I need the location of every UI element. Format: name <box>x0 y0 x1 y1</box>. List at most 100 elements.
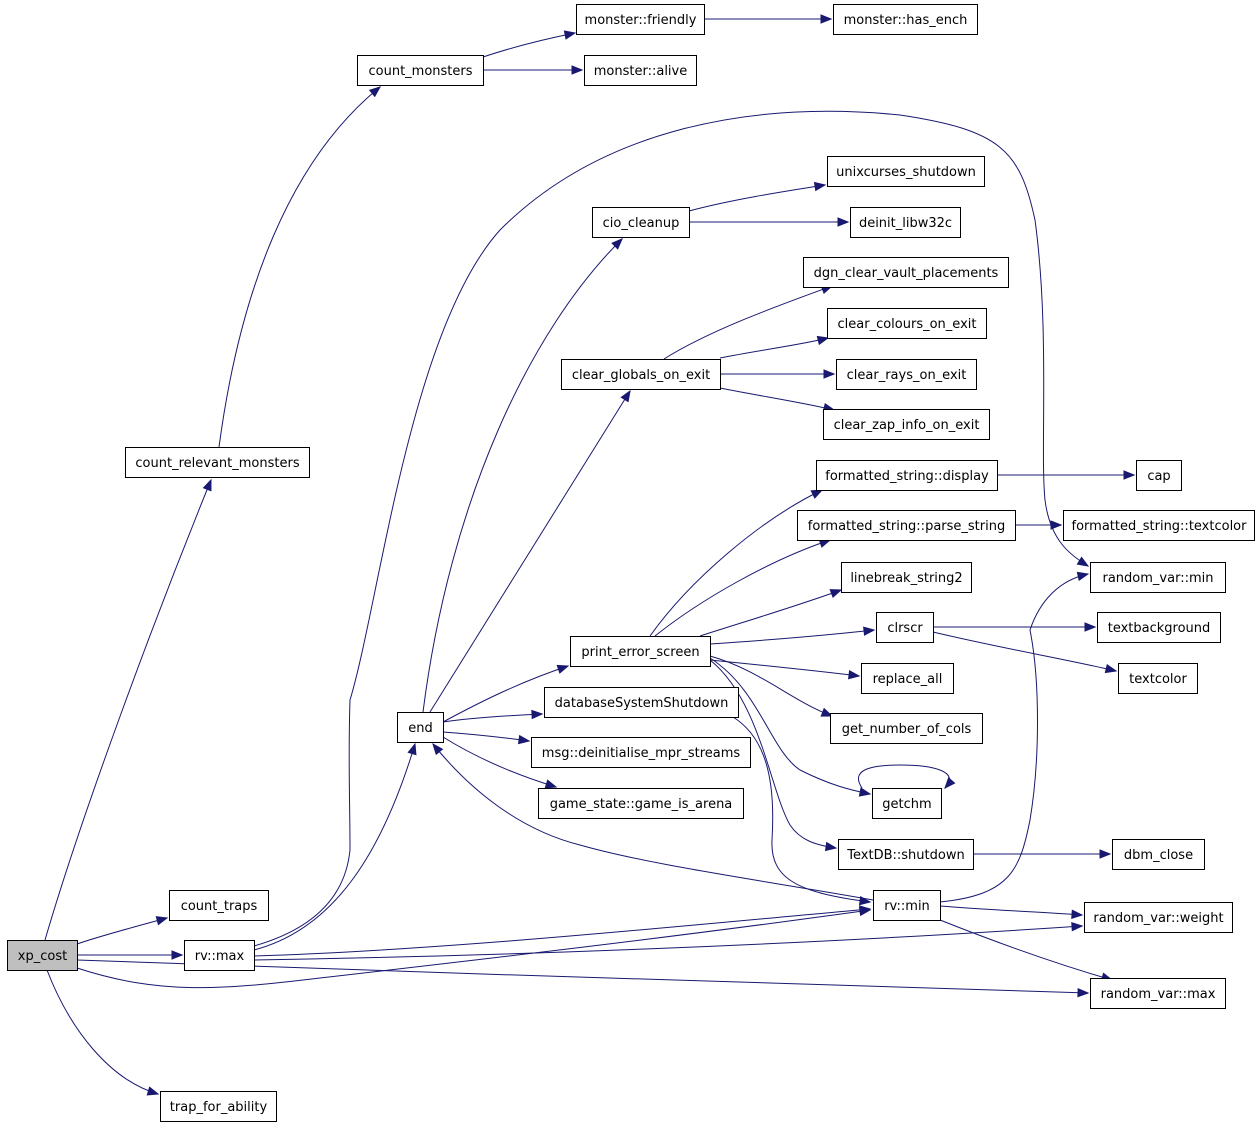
edge-line <box>442 731 530 742</box>
node-random-var-max[interactable]: random_var::max <box>1090 978 1226 1009</box>
node-label: count_monsters <box>368 64 472 79</box>
node-formatted-string-parse-string[interactable]: formatted_string::parse_string <box>797 510 1016 541</box>
node-label: monster::has_ench <box>844 13 968 28</box>
arrowhead-icon <box>1099 849 1112 859</box>
node-label: formatted_string::parse_string <box>808 519 1005 534</box>
edge-xp_cost-to-trap_for_ability <box>46 969 160 1096</box>
edge-line <box>663 285 833 360</box>
node-box <box>184 940 255 971</box>
node-clrscr[interactable]: clrscr <box>876 612 934 643</box>
node-cap[interactable]: cap <box>1136 460 1182 491</box>
edge-count_monsters-to-monster_friendly <box>482 30 577 58</box>
node-cio-cleanup[interactable]: cio_cleanup <box>592 207 690 238</box>
arrowhead-icon <box>816 335 830 346</box>
node-box <box>1063 510 1255 541</box>
node-label: clear_zap_info_on_exit <box>834 418 980 433</box>
node-box <box>531 737 751 768</box>
node-textcolor[interactable]: textcolor <box>1118 663 1198 694</box>
arrowhead-icon <box>1077 987 1090 998</box>
edge-line <box>688 184 826 212</box>
arrowhead-icon <box>944 776 956 790</box>
node-get-number-of-cols[interactable]: get_number_of_cols <box>830 713 983 744</box>
node-label: random_var::weight <box>1093 911 1223 926</box>
edge-line <box>429 390 631 713</box>
arrowhead-icon <box>556 664 570 674</box>
node-clear-colours-on-exit[interactable]: clear_colours_on_exit <box>827 308 987 339</box>
node-xp-cost[interactable]: xp_cost <box>7 940 78 971</box>
arrowhead-icon <box>171 950 184 960</box>
node-count-traps[interactable]: count_traps <box>169 890 269 921</box>
edge-line <box>709 655 833 717</box>
node-count-relevant-monsters[interactable]: count_relevant_monsters <box>125 447 310 478</box>
node-box <box>1136 460 1182 491</box>
node-formatted-string-display[interactable]: formatted_string::display <box>816 460 998 491</box>
arrowhead-icon <box>1076 571 1090 581</box>
node-clear-rays-on-exit[interactable]: clear_rays_on_exit <box>836 359 977 390</box>
node-unixcurses-shutdown[interactable]: unixcurses_shutdown <box>827 156 985 187</box>
node-dgn-clear-vault-placements[interactable]: dgn_clear_vault_placements <box>803 257 1009 288</box>
node-label: get_number_of_cols <box>842 722 972 737</box>
node-box <box>592 207 690 238</box>
node-label: monster::alive <box>594 64 687 79</box>
node-label: getchm <box>882 797 931 812</box>
edge-line <box>482 32 576 58</box>
node-textbackground[interactable]: textbackground <box>1097 612 1221 643</box>
edge-line <box>76 917 168 945</box>
arrowhead-icon <box>824 841 838 852</box>
node-game-state-game-is-arena[interactable]: game_state::game_is_arena <box>538 788 744 819</box>
node-clear-globals-on-exit[interactable]: clear_globals_on_exit <box>561 359 721 390</box>
node-end[interactable]: end <box>397 712 444 743</box>
node-rv-max[interactable]: rv::max <box>184 940 255 971</box>
node-formatted-string-textcolor[interactable]: formatted_string::textcolor <box>1063 510 1255 541</box>
edge-getchm-to-getchm <box>858 764 956 790</box>
edge-formatted_string_display-to-cap <box>997 470 1136 480</box>
edge-line <box>719 337 829 359</box>
edge-end-to-clear_globals_on_exit <box>429 389 631 713</box>
node-random-var-weight[interactable]: random_var::weight <box>1084 902 1233 933</box>
node-deinit-libw32c[interactable]: deinit_libw32c <box>850 207 961 238</box>
node-clear-zap-info-on-exit[interactable]: clear_zap_info_on_exit <box>823 409 990 440</box>
node-getchm[interactable]: getchm <box>872 788 942 819</box>
node-database-system-shutdown[interactable]: databaseSystemShutdown <box>544 687 739 718</box>
node-msg-deinitialise-mpr-streams[interactable]: msg::deinitialise_mpr_streams <box>531 737 751 768</box>
node-print-error-screen[interactable]: print_error_screen <box>570 636 711 667</box>
call-graph-nodes: xp_cost count_relevant_monsters count_trap… <box>7 4 1255 1122</box>
edge-print_error_screen-to-clrscr <box>709 626 876 645</box>
node-box <box>570 636 711 667</box>
node-box <box>1097 612 1221 643</box>
arrowhead-icon <box>858 787 872 797</box>
edge-line <box>44 479 212 941</box>
edge-line <box>939 573 1089 903</box>
edge-line <box>253 110 1089 947</box>
node-monster-has-ench[interactable]: monster::has_ench <box>833 4 978 35</box>
node-replace-all[interactable]: replace_all <box>861 663 954 694</box>
node-textdb-shutdown[interactable]: TextDB::shutdown <box>838 839 974 870</box>
arrowhead-icon <box>823 369 836 379</box>
edge-count_relevant_monsters-to-count_monsters <box>218 86 382 448</box>
node-trap-for-ability[interactable]: trap_for_ability <box>160 1091 277 1122</box>
node-label: count_traps <box>181 899 258 914</box>
arrowhead-icon <box>813 181 827 192</box>
node-label: unixcurses_shutdown <box>836 165 976 180</box>
node-box <box>538 788 744 819</box>
node-monster-alive[interactable]: monster::alive <box>584 55 697 86</box>
edge-line <box>654 539 831 637</box>
edge-xp_cost-to-rv_max <box>77 950 184 960</box>
node-dbm-close[interactable]: dbm_close <box>1112 839 1205 870</box>
node-label: count_relevant_monsters <box>135 456 299 471</box>
node-rv-min[interactable]: rv::min <box>873 890 941 921</box>
node-label: print_error_screen <box>581 645 699 660</box>
arrowhead-icon <box>517 734 531 745</box>
node-count-monsters[interactable]: count_monsters <box>357 55 484 86</box>
node-random-var-min[interactable]: random_var::min <box>1090 562 1226 593</box>
node-box <box>544 687 739 718</box>
node-box <box>876 612 934 643</box>
node-box <box>584 55 697 86</box>
node-monster-friendly[interactable]: monster::friendly <box>576 4 705 35</box>
edge-line <box>432 743 874 901</box>
node-box <box>797 510 1016 541</box>
node-linebreak-string2[interactable]: linebreak_string2 <box>841 562 972 593</box>
node-box <box>169 890 269 921</box>
node-label: xp_cost <box>18 949 67 964</box>
node-label: cio_cleanup <box>603 216 680 231</box>
